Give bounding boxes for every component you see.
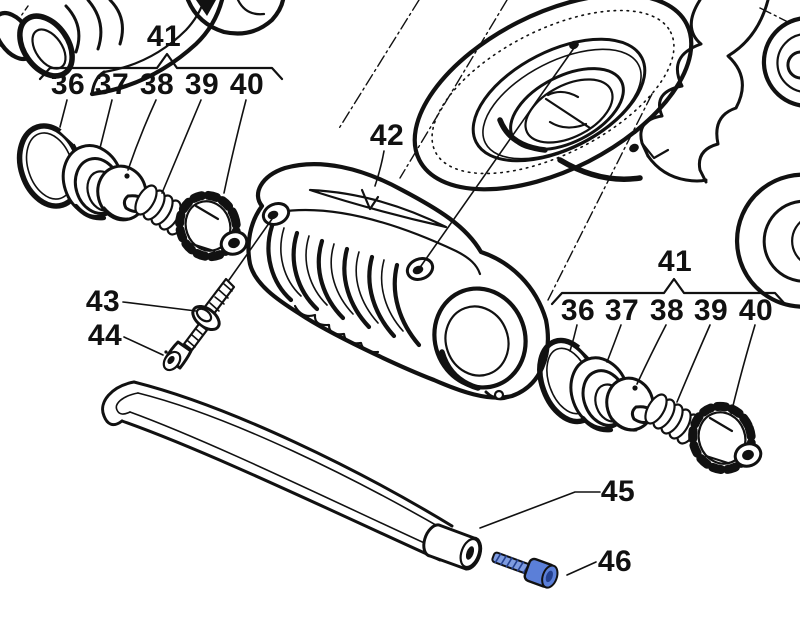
tensioner-loop-drawing — [101, 380, 483, 571]
mount-screw-drawing — [162, 277, 236, 372]
part-label-37-left: 37 — [94, 68, 130, 101]
part-label-38-right: 38 — [649, 294, 685, 327]
adjuster-knob-40-right — [688, 401, 763, 475]
callout-44: 44 — [87, 319, 123, 352]
right-seal-kit-drawing — [537, 337, 763, 475]
part-label-37-right: 37 — [604, 294, 640, 327]
bracket-right — [550, 277, 787, 306]
bolt-socket — [545, 570, 553, 583]
part-label-36-right: 36 — [560, 294, 596, 327]
part-label-40-left: 40 — [229, 68, 265, 101]
boss-to-screw-leader — [228, 218, 273, 281]
callout-43: 43 — [85, 285, 121, 318]
pivot-bolt-drawing — [491, 551, 559, 589]
left-seal-kit-drawing — [16, 123, 249, 262]
belt-cover-drawing — [246, 162, 550, 401]
callout-45: 45 — [600, 475, 636, 508]
corner-assembly-fragment — [0, 0, 286, 97]
part-label-36-left: 36 — [50, 68, 86, 101]
bracket-left — [38, 52, 284, 81]
bolt-thread-hatch — [494, 553, 530, 574]
part-label-39-right: 39 — [693, 294, 729, 327]
callout-46: 46 — [597, 545, 633, 578]
callout-lines — [38, 52, 787, 576]
part-label-40-right: 40 — [738, 294, 774, 327]
projection-lines — [337, 0, 653, 301]
case-to-boss-leader — [420, 47, 575, 267]
spring-39-right — [644, 393, 700, 445]
callout-41-left: 41 — [146, 20, 182, 53]
part-label-39-left: 39 — [184, 68, 220, 101]
part-label-38-left: 38 — [139, 68, 175, 101]
callout-42: 42 — [369, 119, 405, 152]
callout-41-right: 41 — [657, 245, 693, 278]
adjuster-knob-40-left — [175, 190, 249, 262]
